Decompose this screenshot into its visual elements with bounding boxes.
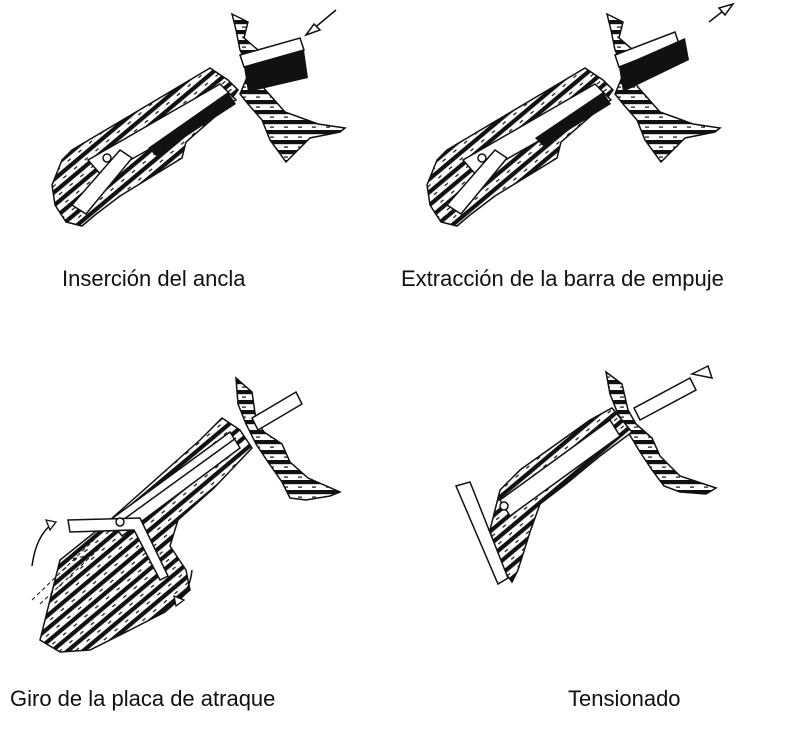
- external-bar-dark: [244, 50, 308, 92]
- arrow-out-icon: [708, 2, 735, 23]
- plate-previous-position: [31, 539, 103, 605]
- anchor-pin: [499, 501, 509, 511]
- external-bar: [251, 390, 303, 432]
- caption-anchor-insertion: Inserción del ancla: [62, 266, 246, 291]
- panel-push-bar-extraction: [426, 2, 735, 227]
- caption-tensioning: Tensionado: [568, 686, 681, 711]
- push-bar-dark: [148, 92, 236, 156]
- external-bar: [633, 376, 697, 422]
- inner-bar: [119, 437, 237, 523]
- anchor-plate: [445, 149, 509, 215]
- caption-push-bar-extraction: Extracción de la barra de empuje: [401, 266, 724, 291]
- arrow-out-icon: [689, 364, 714, 379]
- anchor-plate-tensioned: [454, 481, 509, 586]
- anchor-plate: [70, 149, 134, 215]
- anchor-pin: [477, 153, 487, 163]
- panel-plate-rotation: [31, 376, 342, 653]
- caption-plate-rotation: Giro de la placa de atraque: [10, 686, 276, 711]
- external-bar-dark: [619, 38, 689, 92]
- rotate-arrow-icon: [31, 519, 193, 608]
- panel-anchor-insertion: [51, 9, 347, 227]
- arrow-in-icon: [303, 9, 337, 37]
- anchor-pin: [102, 153, 112, 163]
- anchor-pin: [115, 517, 125, 527]
- borehole-white: [498, 418, 622, 518]
- anchor-plate-rotated: [67, 517, 169, 582]
- panel-tensioning: [454, 364, 718, 586]
- push-bar-dark: [535, 92, 611, 146]
